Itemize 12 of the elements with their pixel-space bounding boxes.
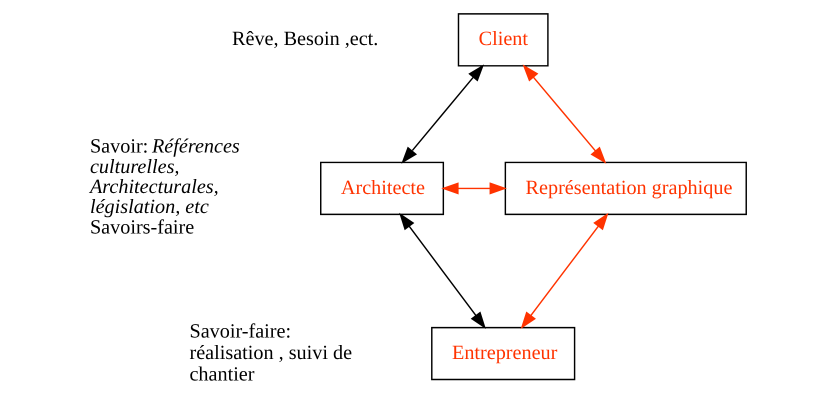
node-box: Entrepreneur (430, 326, 575, 380)
label: Savoir-faire: réalisation , suivi de chantier (188, 320, 352, 386)
label: Savoir: Références culturelles, Architecturales, législation, etc Savoirs-faire (89, 136, 240, 238)
node-box: Client (457, 13, 548, 67)
node-box: Représentation graphique (504, 162, 746, 216)
arrow (400, 64, 484, 164)
arrow (522, 64, 606, 164)
arrow (520, 212, 608, 329)
node-box: Architecte (320, 162, 444, 216)
label: Rêve, Besoin ,ect. (232, 28, 378, 50)
arrow (440, 182, 506, 194)
arrow (398, 212, 486, 329)
